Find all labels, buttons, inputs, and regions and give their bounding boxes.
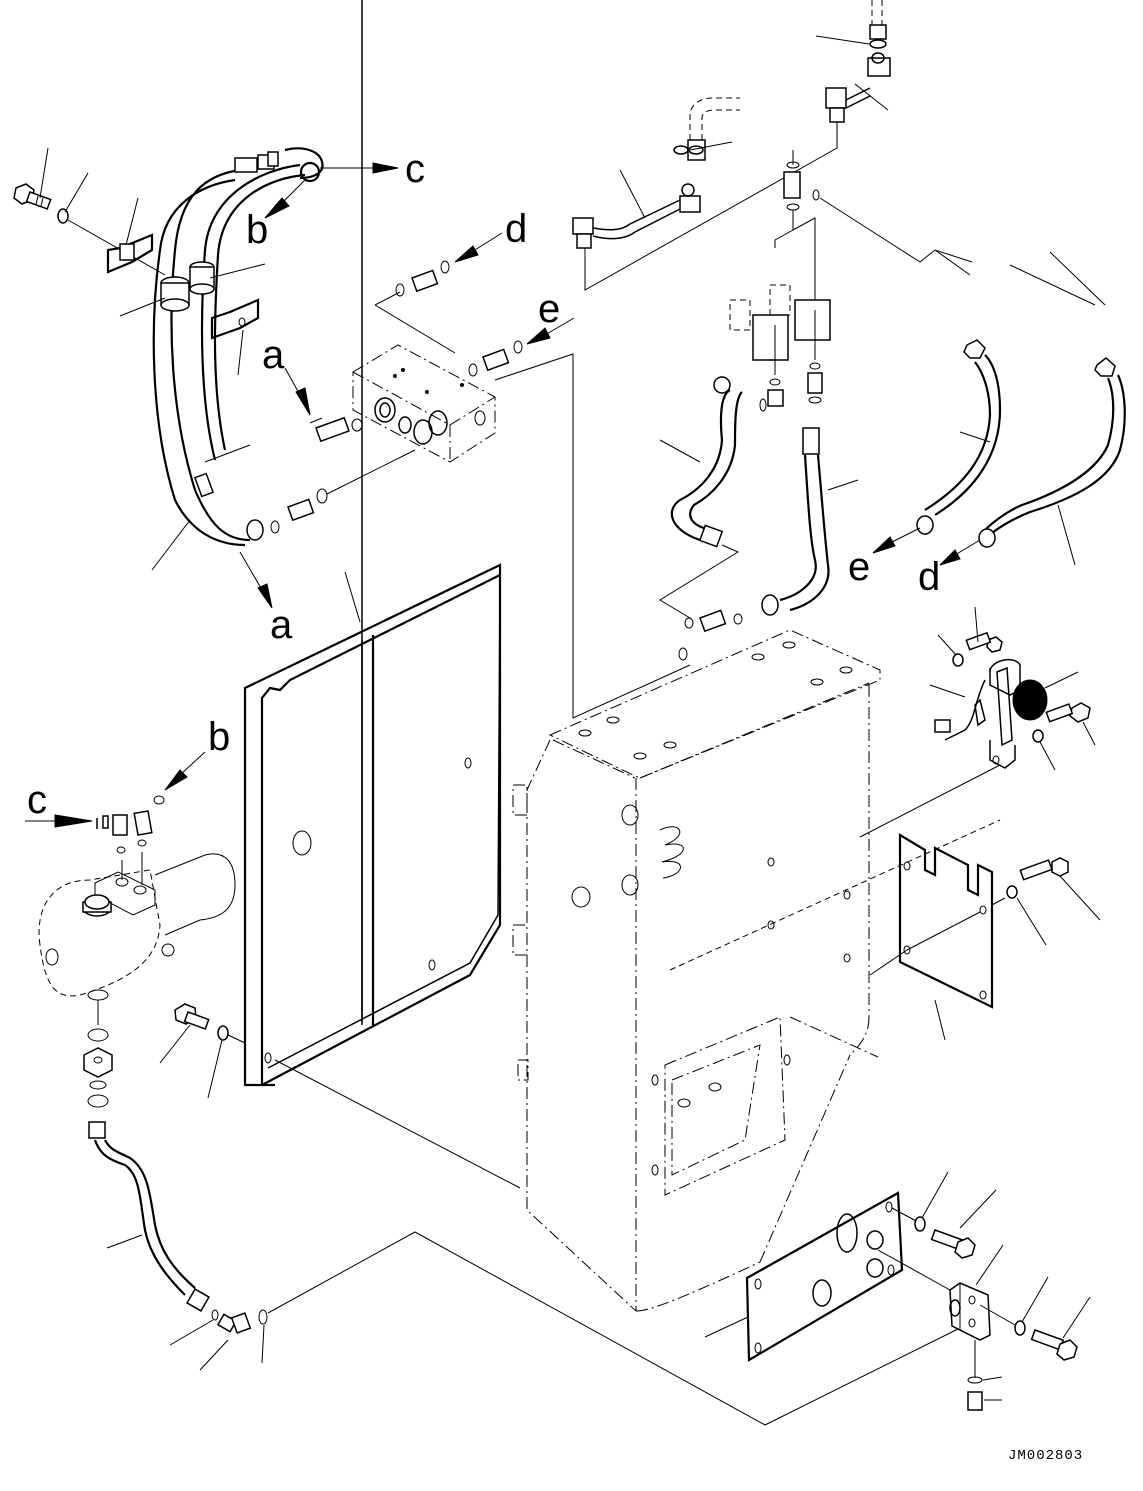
solenoid-valve-group <box>729 150 1106 412</box>
flange-bolts <box>891 1171 997 1259</box>
steel-tube-upper <box>687 97 740 161</box>
clamp-bolt-group <box>13 147 266 571</box>
connector-d-valve: d <box>454 207 527 263</box>
hose-nut-fitting <box>299 161 321 183</box>
hydraulic-hose-right-2 <box>978 357 1126 566</box>
lower-clamp <box>210 298 260 340</box>
o-ring <box>673 145 689 155</box>
washer <box>57 208 69 224</box>
hose-clamp <box>106 233 154 274</box>
label-e: e <box>538 287 560 331</box>
o-ring <box>869 39 887 49</box>
connector-e-valve: e <box>526 287 575 345</box>
mounting-bolt <box>13 183 52 210</box>
adapter-fittings-lower <box>678 609 743 661</box>
pump-motor-unit <box>38 852 236 1108</box>
figure-id: JM002803 <box>1008 1448 1083 1464</box>
hose-ferrule <box>234 157 258 173</box>
frame-cover <box>243 0 521 1189</box>
steel-tube-left <box>572 141 733 249</box>
connector-a-bottom: a <box>239 551 293 647</box>
label-b: b <box>246 208 268 252</box>
pump-fittings <box>96 795 165 854</box>
label-d: d <box>918 555 940 599</box>
hydraulic-tank-body <box>512 629 1001 1312</box>
sensor-knob <box>1012 679 1048 721</box>
hydraulic-hose-center <box>659 427 859 619</box>
drain-plug <box>967 1391 983 1411</box>
connector-d-hose: d <box>918 539 981 599</box>
grommet <box>160 261 215 312</box>
connector-c-pump: c <box>25 778 93 828</box>
label-a: a <box>262 333 285 377</box>
control-valve-block <box>352 344 496 463</box>
label-d: d <box>505 207 527 251</box>
steel-tube-top <box>815 0 887 49</box>
label-a: a <box>270 603 293 647</box>
connector-b-pump: b <box>164 715 230 791</box>
label-c: c <box>405 147 425 191</box>
label-e: e <box>848 545 870 589</box>
sensor-bracket <box>859 606 1096 838</box>
hydraulic-hose-lower-left <box>88 1121 961 1426</box>
elbow-tube-right <box>584 52 891 291</box>
hose-assembly-left <box>152 147 395 547</box>
flange-plate <box>704 1191 904 1362</box>
connector-a-top: a <box>262 333 311 416</box>
hydraulic-hose-right-1 <box>916 339 1002 535</box>
connector-b-top: b <box>246 179 306 252</box>
hydraulic-hose-mid <box>659 376 743 548</box>
o-ring <box>967 1376 983 1384</box>
connector-c-top: c <box>330 147 425 191</box>
cover-plate <box>869 833 1101 1041</box>
label-b: b <box>208 715 230 759</box>
tee-block <box>877 1244 1091 1411</box>
adapter-fittings-valve <box>270 260 523 534</box>
label-c: c <box>27 778 47 822</box>
bolt-washer-frame <box>159 1003 246 1099</box>
o-ring <box>786 161 800 169</box>
connector-e-hose: e <box>848 527 921 589</box>
